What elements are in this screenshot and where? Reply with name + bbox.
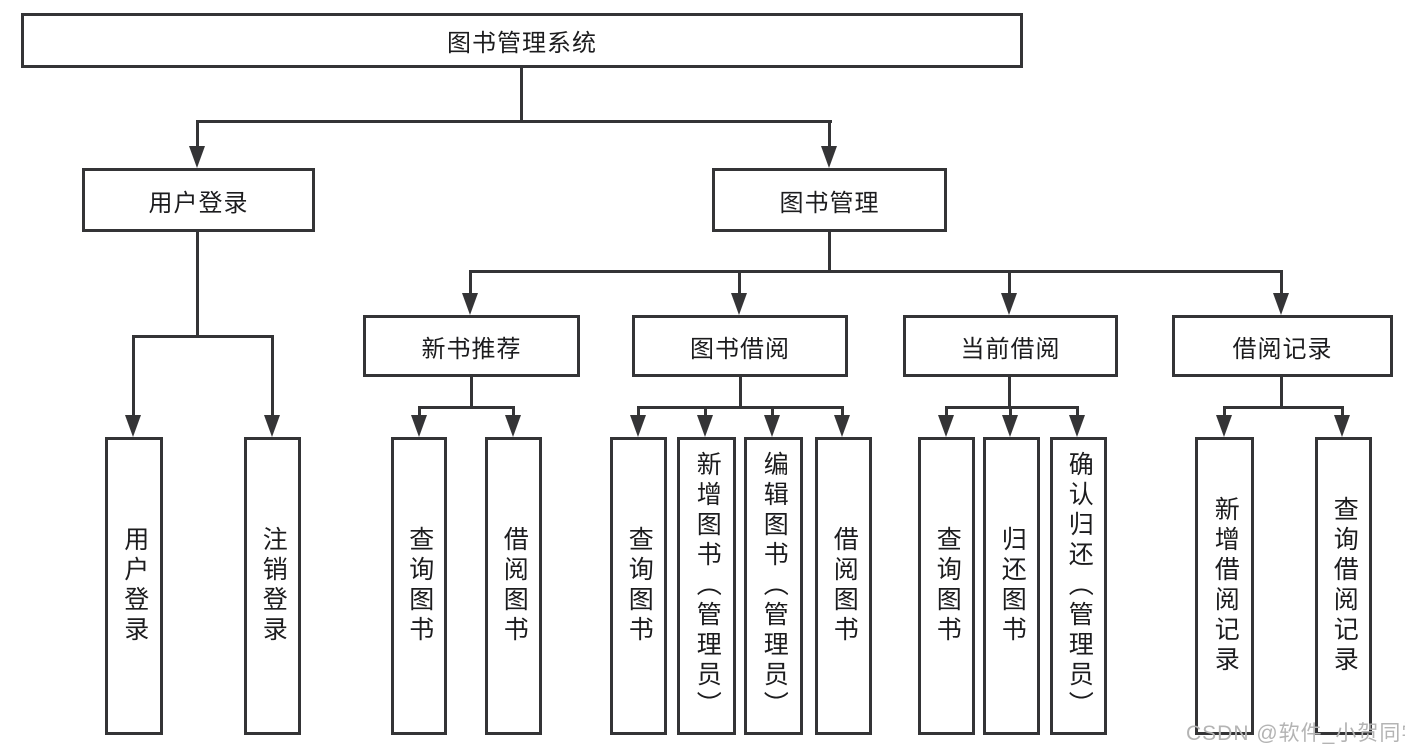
leaf-add-borrow-record-label: 新增借阅记录 — [1211, 496, 1240, 676]
node-user-login: 用户登录 — [82, 168, 315, 232]
arrowhead-down — [731, 293, 747, 315]
connector — [1223, 406, 1226, 417]
leaf-query-books-recommend: 查询图书 — [391, 437, 447, 735]
leaf-user-login: 用户登录 — [105, 437, 163, 735]
connector — [1280, 270, 1283, 295]
node-root: 图书管理系统 — [21, 13, 1023, 68]
arrowhead-down — [505, 415, 521, 437]
connector — [637, 406, 640, 417]
leaf-confirm-return-admin-label: 确认归还（管理员） — [1065, 451, 1094, 721]
leaf-query-books-recommend-label: 查询图书 — [405, 526, 434, 646]
connector — [1280, 377, 1283, 406]
arrowhead-down — [938, 415, 954, 437]
arrowhead-down — [411, 415, 427, 437]
connector — [828, 232, 831, 270]
arrowhead-down — [1216, 415, 1232, 437]
leaf-add-books-admin: 新增图书（管理员） — [677, 437, 736, 735]
leaf-query-books-borrow-label: 查询图书 — [625, 526, 654, 646]
connector — [1076, 406, 1079, 417]
leaf-query-borrow-record: 查询借阅记录 — [1315, 437, 1372, 735]
connector — [196, 232, 199, 335]
arrowhead-down — [821, 146, 837, 168]
connector — [739, 377, 742, 406]
connector — [469, 270, 1283, 273]
leaf-borrow-books: 借阅图书 — [815, 437, 872, 735]
connector — [704, 406, 707, 417]
arrowhead-down — [1069, 415, 1085, 437]
connector — [1341, 406, 1344, 417]
connector — [1008, 270, 1011, 295]
arrowhead-down — [189, 146, 205, 168]
connector — [1223, 406, 1343, 409]
arrowhead-down — [125, 415, 141, 437]
leaf-add-borrow-record: 新增借阅记录 — [1195, 437, 1254, 735]
connector — [418, 406, 421, 417]
leaf-query-books-current-label: 查询图书 — [933, 526, 962, 646]
arrowhead-down — [462, 293, 478, 315]
connector — [738, 270, 741, 295]
connector — [520, 68, 523, 120]
connector — [771, 406, 774, 417]
leaf-borrow-books-label: 借阅图书 — [830, 526, 859, 646]
node-current-borrowing: 当前借阅 — [903, 315, 1118, 377]
leaf-query-books-borrow: 查询图书 — [610, 437, 667, 735]
node-book-management-label: 图书管理 — [779, 189, 880, 217]
node-user-login-label: 用户登录 — [148, 189, 249, 217]
node-root-label: 图书管理系统 — [447, 30, 597, 57]
leaf-logout: 注销登录 — [244, 437, 301, 735]
connector — [1009, 406, 1012, 417]
leaf-edit-books-admin: 编辑图书（管理员） — [744, 437, 803, 735]
connector — [418, 406, 514, 409]
connector — [841, 406, 844, 417]
connector — [828, 120, 831, 148]
connector — [470, 377, 473, 406]
connector — [945, 406, 948, 417]
connector — [1008, 377, 1011, 406]
arrowhead-down — [1334, 415, 1350, 437]
arrowhead-down — [697, 415, 713, 437]
node-borrowing-records: 借阅记录 — [1172, 315, 1393, 377]
arrowhead-down — [1002, 415, 1018, 437]
arrowhead-down — [630, 415, 646, 437]
connector — [132, 335, 135, 417]
arrowhead-down — [1273, 293, 1289, 315]
csdn-watermark: CSDN @软件_小贺同学 — [1186, 722, 1405, 745]
leaf-return-books: 归还图书 — [983, 437, 1040, 735]
node-new-book-recommendation-label: 新书推荐 — [421, 335, 522, 363]
leaf-borrow-books-recommend: 借阅图书 — [485, 437, 542, 735]
leaf-query-books-current: 查询图书 — [918, 437, 975, 735]
connector — [271, 335, 274, 417]
leaf-logout-label: 注销登录 — [259, 526, 288, 646]
connector — [196, 120, 832, 123]
arrowhead-down — [1001, 293, 1017, 315]
node-book-borrowing: 图书借阅 — [632, 315, 848, 377]
node-book-management: 图书管理 — [712, 168, 947, 232]
node-book-borrowing-label: 图书借阅 — [690, 335, 790, 363]
connector — [196, 120, 199, 148]
arrowhead-down — [764, 415, 780, 437]
arrowhead-down — [834, 415, 850, 437]
connector — [132, 335, 274, 338]
node-new-book-recommendation: 新书推荐 — [363, 315, 580, 377]
connector — [637, 406, 844, 409]
leaf-user-login-label: 用户登录 — [120, 526, 149, 646]
connector — [512, 406, 515, 417]
leaf-borrow-books-recommend-label: 借阅图书 — [500, 526, 529, 646]
node-borrowing-records-label: 借阅记录 — [1232, 335, 1333, 363]
leaf-confirm-return-admin: 确认归还（管理员） — [1050, 437, 1107, 735]
arrowhead-down — [264, 415, 280, 437]
leaf-return-books-label: 归还图书 — [998, 526, 1027, 646]
leaf-edit-books-admin-label: 编辑图书（管理员） — [760, 451, 789, 721]
leaf-add-books-admin-label: 新增图书（管理员） — [693, 451, 722, 721]
connector — [469, 270, 472, 295]
leaf-query-borrow-record-label: 查询借阅记录 — [1330, 496, 1359, 676]
node-current-borrowing-label: 当前借阅 — [960, 335, 1061, 363]
